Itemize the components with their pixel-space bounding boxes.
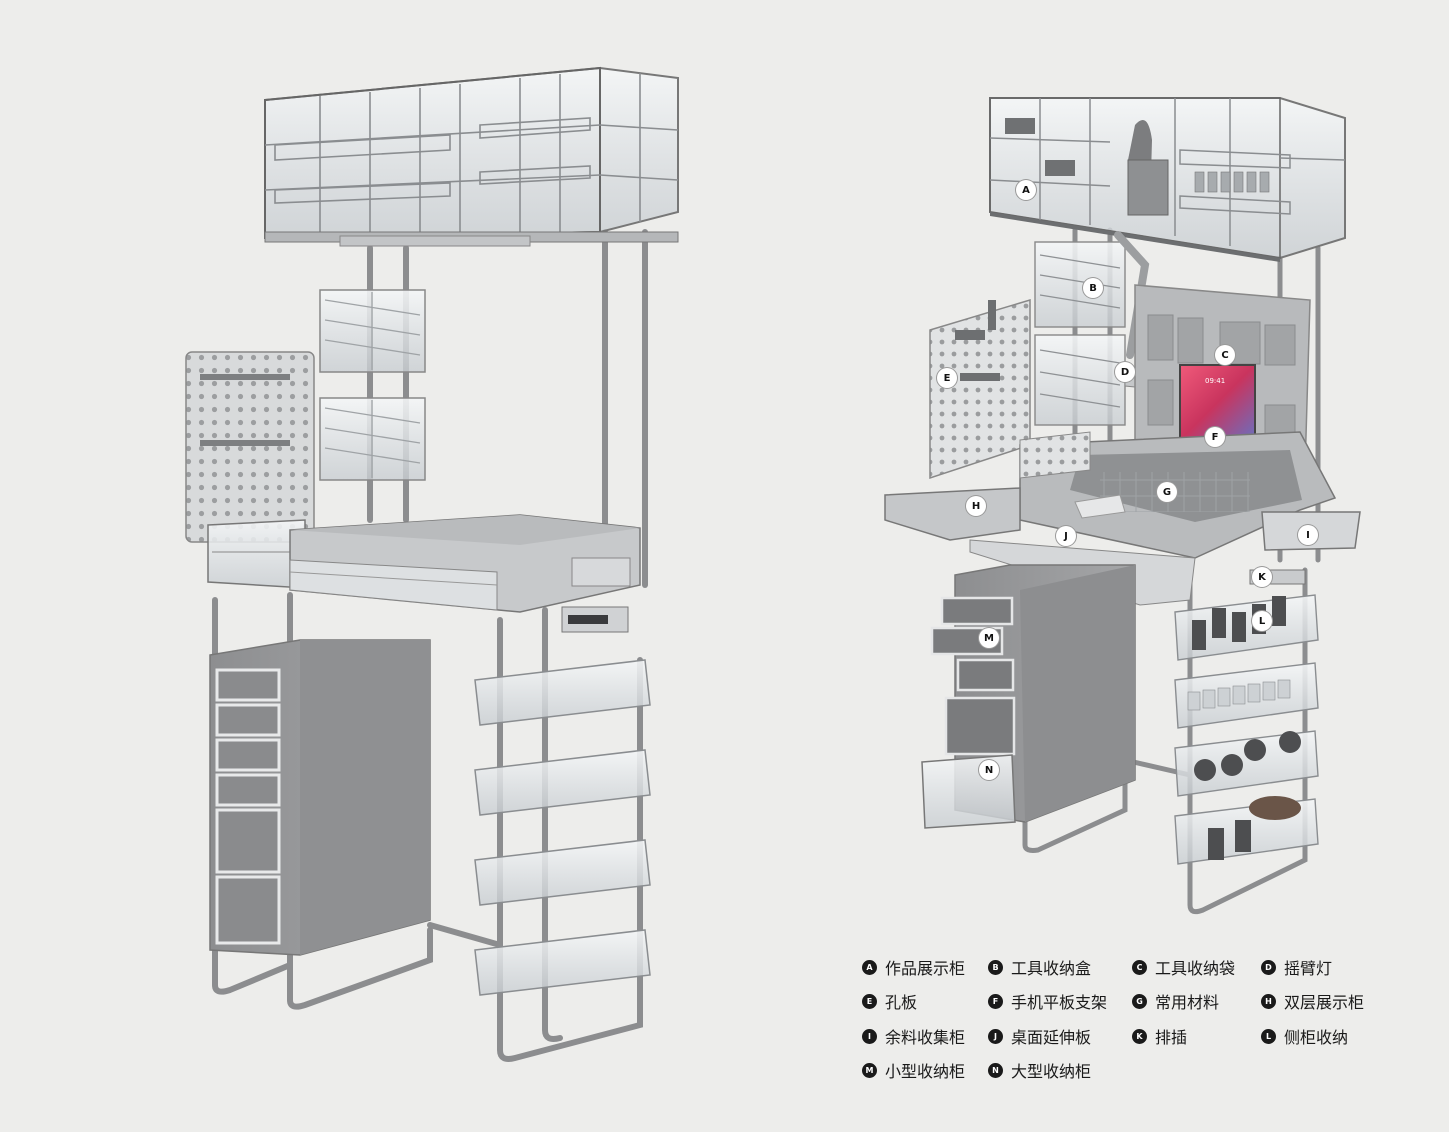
right-workstation: 09:41 [884, 97, 1361, 915]
legend-item-C: C 工具收纳袋 [1132, 954, 1235, 980]
legend-label: 大型收纳柜 [1011, 1062, 1092, 1081]
legend-label: 常用材料 [1155, 993, 1220, 1012]
legend-item-G: G 常用材料 [1132, 988, 1219, 1014]
legend-item-D: D 摇臂灯 [1261, 954, 1332, 980]
callout-A: A [1016, 180, 1036, 200]
legend-label: 余料收集柜 [885, 1028, 966, 1047]
tablet-clock: 09:41 [1205, 377, 1225, 385]
legend-badge: G [1132, 993, 1147, 1009]
legend-label: 桌面延伸板 [1011, 1028, 1092, 1047]
callout-M: M [979, 628, 999, 648]
callout-N: N [979, 760, 999, 780]
callout-K: K [1252, 567, 1272, 587]
legend-label: 作品展示柜 [885, 959, 966, 978]
legend-label: 手机平板支架 [1011, 993, 1108, 1012]
legend-badge: J [988, 1028, 1003, 1044]
callout-D: D [1115, 362, 1135, 382]
legend-label: 工具收纳盒 [1011, 959, 1092, 978]
legend-badge: H [1261, 993, 1276, 1009]
legend-badge: A [862, 959, 877, 975]
callout-F: F [1205, 427, 1225, 447]
legend-label: 双层展示柜 [1284, 993, 1365, 1012]
callout-G: G [1157, 482, 1177, 502]
legend-item-J: J 桌面延伸板 [988, 1023, 1091, 1049]
legend-item-K: K 排插 [1132, 1023, 1187, 1049]
legend-badge: K [1132, 1028, 1147, 1044]
legend-badge: D [1261, 959, 1276, 975]
legend-item-I: I 余料收集柜 [862, 1023, 965, 1049]
callout-E: E [937, 368, 957, 388]
legend-label: 摇臂灯 [1284, 959, 1333, 978]
legend-badge: N [988, 1062, 1003, 1078]
legend-item-L: L 侧柜收纳 [1261, 1023, 1348, 1049]
callout-L: L [1252, 611, 1272, 631]
legend-label: 侧柜收纳 [1284, 1028, 1349, 1047]
callout-J: J [1056, 526, 1076, 546]
legend-item-B: B 工具收纳盒 [988, 954, 1091, 980]
legend-badge: E [862, 993, 877, 1009]
legend-label: 工具收纳袋 [1155, 959, 1236, 978]
callout-H: H [966, 496, 986, 516]
legend-badge: C [1132, 959, 1147, 975]
callout-I: I [1298, 525, 1318, 545]
legend-label: 孔板 [885, 993, 918, 1012]
legend-item-N: N 大型收纳柜 [988, 1057, 1091, 1083]
left-workstation [185, 66, 679, 1062]
legend-item-M: M 小型收纳柜 [862, 1057, 965, 1083]
legend-badge: L [1261, 1028, 1276, 1044]
legend-item-A: A 作品展示柜 [862, 954, 965, 980]
legend-badge: B [988, 959, 1003, 975]
legend-label: 小型收纳柜 [885, 1062, 966, 1081]
legend-item-H: H 双层展示柜 [1261, 988, 1364, 1014]
legend-item-F: F 手机平板支架 [988, 988, 1107, 1014]
callout-B: B [1083, 278, 1103, 298]
legend-badge: F [988, 993, 1003, 1009]
legend-item-E: E 孔板 [862, 988, 917, 1014]
legend-label: 排插 [1155, 1028, 1188, 1047]
legend-badge: M [862, 1062, 877, 1078]
legend-badge: I [862, 1028, 877, 1044]
callout-C: C [1215, 345, 1235, 365]
